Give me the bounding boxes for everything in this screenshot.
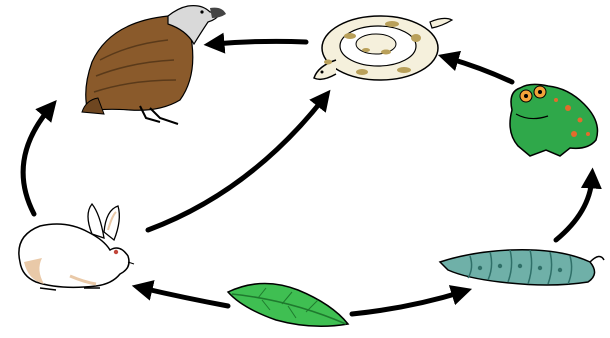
arrow-rabbit-to-snake <box>148 98 324 230</box>
arrow-frog-to-snake <box>448 58 512 82</box>
arrow-caterpillar-to-frog <box>556 178 592 240</box>
vulture-icon <box>82 6 226 124</box>
snake-icon <box>314 16 452 80</box>
arrow-rabbit-to-vulture <box>23 108 50 214</box>
leaf-icon <box>228 283 348 326</box>
frog-icon <box>510 84 598 156</box>
arrow-snake-to-vulture <box>214 41 306 44</box>
arrow-leaf-to-rabbit <box>142 288 228 306</box>
rabbit-icon <box>19 204 134 290</box>
arrow-leaf-to-caterpillar <box>352 292 462 314</box>
caterpillar-icon <box>440 250 604 285</box>
